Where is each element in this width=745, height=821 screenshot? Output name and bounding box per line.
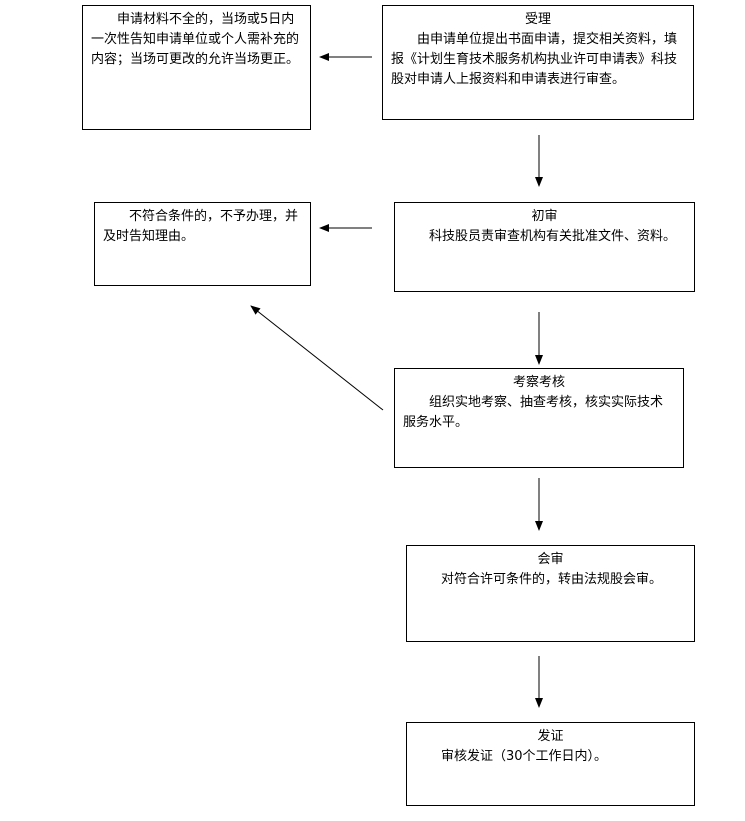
- reject-text: 不符合条件的，不予办理，并及时告知理由。: [103, 209, 299, 244]
- inspection-text: 组织实地考察、抽查考核，核实实际技术服务水平。: [403, 395, 664, 430]
- accept-title: 受理: [524, 12, 551, 27]
- initial-review-box: 初审 科技股员责审查机构有关批准文件、资料。: [394, 202, 695, 292]
- arrow-inspection-to-reject: [250, 305, 384, 411]
- inspection-box: 考察考核 组织实地考察、抽查考核，核实实际技术服务水平。: [394, 368, 684, 468]
- incomplete-materials-box: 申请材料不全的，当场或5日内一次性告知申请单位或个人需补充的内容；当场可更改的允…: [82, 5, 311, 130]
- issue-certificate-box: 发证 审核发证（30个工作日内）。: [406, 722, 695, 806]
- accept-text: 由申请单位提出书面申请，提交相关资料，填报《计划生育技术服务机构执业许可申请表》…: [391, 32, 678, 87]
- issue-certificate-text: 审核发证（30个工作日内）。: [441, 749, 608, 764]
- joint-review-box: 会审 对符合许可条件的，转由法规股会审。: [406, 545, 695, 642]
- accept-box: 受理 由申请单位提出书面申请，提交相关资料，填报《计划生育技术服务机构执业许可申…: [382, 5, 694, 120]
- initial-review-title: 初审: [531, 209, 558, 224]
- joint-review-title: 会审: [537, 552, 564, 567]
- initial-review-text: 科技股员责审查机构有关批准文件、资料。: [429, 229, 677, 244]
- incomplete-materials-text: 申请材料不全的，当场或5日内一次性告知申请单位或个人需补充的内容；当场可更改的允…: [91, 12, 300, 67]
- inspection-title: 考察考核: [512, 375, 565, 390]
- issue-certificate-title: 发证: [537, 729, 564, 744]
- joint-review-text: 对符合许可条件的，转由法规股会审。: [441, 572, 663, 587]
- reject-box: 不符合条件的，不予办理，并及时告知理由。: [94, 202, 311, 286]
